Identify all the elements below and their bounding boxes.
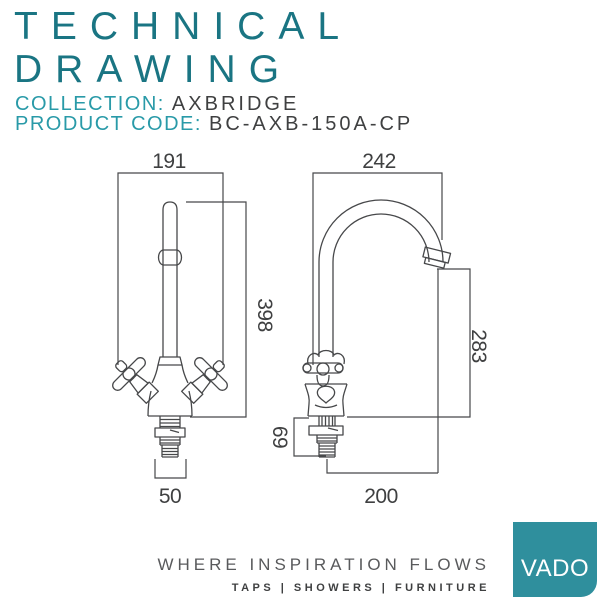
- front-height-dimension-lines: [186, 201, 247, 418]
- product-code-value: BC-AXB-150A-CP: [208, 113, 414, 135]
- front-base-dimension-lines: [154, 459, 187, 479]
- side-shank-dimension-label: 69: [268, 426, 291, 448]
- side-spout-height-dimension-lines: [347, 268, 471, 418]
- handle-hub: [122, 367, 136, 381]
- side-reach-dimension-lines: [326, 459, 438, 474]
- side-body-ornament: [314, 385, 338, 409]
- handle-valve-body: [181, 381, 204, 404]
- front-threaded-neck: [159, 416, 181, 428]
- front-spout-tube: [162, 201, 178, 357]
- side-view: 242 283 69 200: [268, 150, 490, 508]
- front-width-dimension-lines: [117, 172, 224, 365]
- side-threaded-tail: [316, 435, 338, 458]
- side-threaded-neck: [318, 416, 336, 426]
- handle-crossbar: [194, 357, 228, 391]
- front-base-dimension-label: 50: [159, 485, 181, 508]
- side-body-outline: [304, 383, 348, 417]
- front-right-cross-handle: [181, 357, 228, 404]
- vado-logo: VADO: [513, 522, 597, 597]
- front-left-cross-handle: [112, 357, 159, 404]
- collection-value: AXBRIDGE: [171, 93, 300, 115]
- collection-label: COLLECTION:: [15, 93, 165, 115]
- front-flange-notch: [169, 429, 180, 434]
- handle-valve-body: [136, 381, 159, 404]
- vado-logo-text: VADO: [520, 554, 590, 582]
- side-gooseneck-spout: [318, 199, 444, 357]
- front-view: 191 398 50: [112, 150, 276, 508]
- brand-tagline: WHERE INSPIRATION FLOWS: [157, 555, 490, 574]
- page-title-line2: DRAWING: [14, 48, 293, 91]
- product-code-line: PRODUCT CODE: BC-AXB-150A-CP: [15, 113, 413, 136]
- front-base-flange: [154, 427, 186, 438]
- front-height-dimension-label: 398: [253, 298, 276, 332]
- side-base-flange: [308, 425, 344, 436]
- side-shank-dimension-lines: [293, 417, 326, 457]
- side-flange-notch: [327, 427, 339, 432]
- side-depth-dimension-lines: [312, 172, 443, 365]
- front-spout-collar: [157, 249, 183, 266]
- side-handle-knob-left: [302, 363, 312, 373]
- brand-categories: TAPS | SHOWERS | FURNITURE: [231, 582, 490, 594]
- handle-crossbar: [112, 357, 146, 391]
- side-depth-dimension-label: 242: [362, 150, 396, 173]
- collection-line: COLLECTION: AXBRIDGE: [15, 93, 299, 116]
- front-body-outline: [147, 364, 193, 417]
- side-aerator-tip: [422, 246, 452, 269]
- handle-hub: [204, 367, 218, 381]
- page-title-line1: TECHNICAL: [14, 5, 353, 48]
- side-handle-hub: [316, 362, 330, 376]
- front-width-dimension-label: 191: [152, 150, 186, 173]
- side-handle-knob-right: [334, 363, 344, 373]
- front-body-shoulder: [157, 356, 183, 366]
- side-handle-collar: [307, 349, 345, 365]
- front-threaded-tail: [159, 437, 181, 458]
- handle-stem: [129, 374, 149, 394]
- product-code-label: PRODUCT CODE:: [15, 113, 202, 135]
- handle-stem: [191, 374, 211, 394]
- side-reach-dimension-label: 200: [364, 485, 398, 508]
- aerator-nozzle: [423, 256, 446, 269]
- side-spout-height-dimension-label: 283: [467, 329, 490, 363]
